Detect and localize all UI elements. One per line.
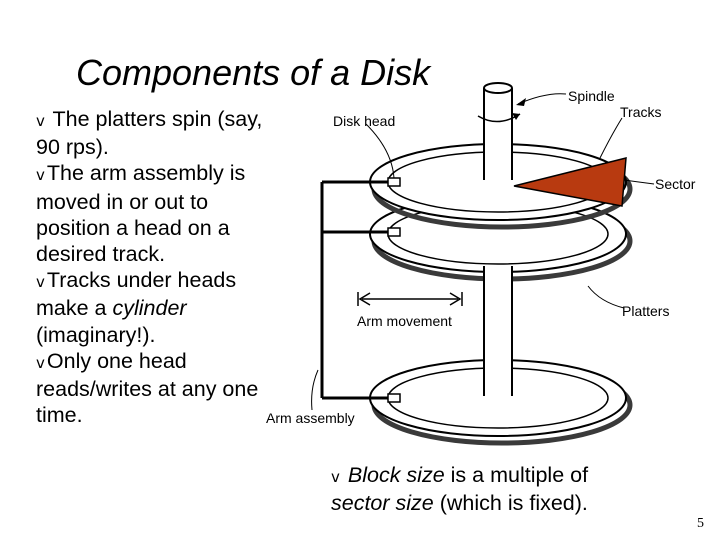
leader-tracks: [599, 117, 623, 159]
bullet-4: vOnly one head reads/writes at any one t…: [36, 348, 286, 429]
sector-wedge: [513, 157, 627, 207]
bullet-2-text: The arm assembly is moved in or out to p…: [36, 161, 246, 267]
bullet-3-text-b: (imaginary!).: [36, 322, 156, 347]
arm-movement-arrow: [357, 292, 463, 306]
spindle-lower: [483, 266, 513, 398]
bullet-marker: v: [331, 468, 340, 486]
bullet-marker: v: [36, 112, 45, 130]
bullet-marker: v: [36, 166, 45, 185]
disk-head: [387, 227, 401, 237]
page-number: 5: [697, 516, 704, 531]
note-text-2: (which is fixed).: [433, 491, 588, 515]
bullet-3: vTracks under heads make a cylinder (ima…: [36, 267, 286, 348]
note-block-size: Block size: [347, 463, 445, 487]
bullet-marker: v: [36, 353, 45, 372]
bullet-list: v The platters spin (say, 90 rps). vThe …: [36, 106, 286, 428]
note-sector-size: sector size: [331, 491, 434, 515]
bullet-1-text: The platters spin (say, 90 rps).: [36, 107, 263, 160]
bullet-3-emphasis: cylinder: [112, 296, 187, 321]
label-platters: Platters: [622, 303, 670, 319]
bullet-marker: v: [36, 273, 45, 292]
disk-head: [387, 177, 401, 187]
leader-disk-head: [365, 123, 395, 179]
block-size-note: v Block size is a multiple of sector siz…: [331, 462, 588, 516]
label-arm-assembly: Arm assembly: [266, 410, 355, 426]
note-text-1: is a multiple of: [444, 463, 589, 487]
slide-title: Components of a Disk: [76, 52, 431, 93]
label-sector: Sector: [655, 176, 696, 192]
label-spindle: Spindle: [568, 88, 615, 104]
leader-sector: [623, 179, 655, 185]
label-arm-movement: Arm movement: [357, 313, 452, 329]
leader-arm-assembly: [311, 369, 319, 411]
bullet-3-text-a: Tracks under heads make a: [36, 268, 237, 321]
bullet-1: v The platters spin (say, 90 rps).: [36, 106, 286, 160]
label-disk-head: Disk head: [333, 113, 396, 129]
bullet-2: vThe arm assembly is moved in or out to …: [36, 160, 286, 267]
arm-assembly: [320, 177, 401, 403]
label-tracks: Tracks: [620, 104, 662, 120]
bullet-4-text: Only one head reads/writes at any one ti…: [36, 348, 259, 428]
disk-head: [387, 393, 401, 403]
spindle-upper: [483, 82, 513, 182]
leader-platters: [587, 285, 625, 309]
